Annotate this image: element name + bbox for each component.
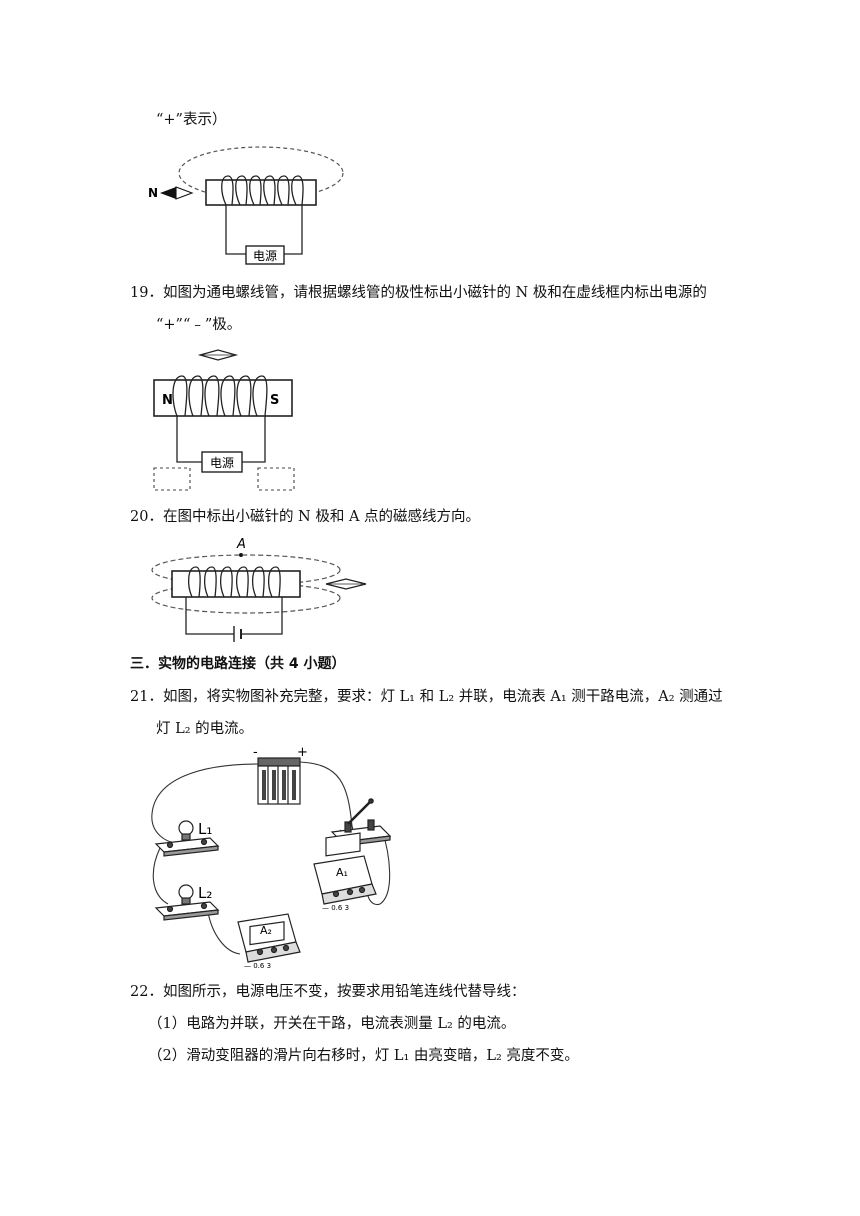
ammeter-a2-label: A₂ <box>260 924 272 937</box>
q22-text: 22．如图所示，电源电压不变，按要求用铅笔连线代替导线： <box>130 984 526 1000</box>
needle-n-label: N <box>148 186 158 200</box>
q19-text-line2: “+”“﹣”极。 <box>156 317 242 333</box>
compass-needle-light <box>175 186 194 200</box>
wire-battery-l1 <box>151 763 259 843</box>
lamp-l2-label: L₂ <box>198 884 212 902</box>
q19-text-line1: 19．如图为通电螺线管，请根据螺线管的极性标出小磁针的 N 极和在虚线框内标出电… <box>130 285 707 301</box>
section-3-heading: 三．实物的电路连接（共 4 小题） <box>130 656 346 672</box>
q19-solenoid-figure: N S 电源 <box>153 349 295 491</box>
wire-switch-a1 <box>367 829 391 906</box>
wire-l1-l2 <box>152 847 169 905</box>
dashed-box-right <box>257 467 295 491</box>
wire-l2-a2 <box>207 911 241 955</box>
q21-circuit-figure: - + L₁ L₂ <box>151 745 392 970</box>
lamp-l1 <box>154 820 220 857</box>
ammeter-a2-scale: — 0.6 3 <box>244 962 271 970</box>
power-label: 电源 <box>210 456 234 470</box>
q20-text: 20．在图中标出小磁针的 N 极和 A 点的磁感线方向。 <box>130 509 481 525</box>
wire-right <box>242 416 266 463</box>
q22-item-1: （1）电路为并联，开关在干路，电流表测量 L₂ 的电流。 <box>148 1016 516 1032</box>
ammeter-a1-label: A₁ <box>336 866 348 879</box>
ammeter-a2 <box>237 913 301 963</box>
lamp-l1-label: L₁ <box>198 820 212 838</box>
wire-left <box>225 205 247 255</box>
q18-solenoid-figure: 电源 N <box>148 146 344 265</box>
power-label: 电源 <box>253 249 277 263</box>
compass-needle-dark <box>160 187 176 199</box>
q21-text-line2: 灯 L₂ 的电流。 <box>156 721 254 737</box>
power-box <box>201 451 243 473</box>
field-line-dashed <box>178 146 344 200</box>
pole-s-label: S <box>270 393 279 408</box>
battery-minus-label: - <box>253 745 258 760</box>
solenoid-coils <box>172 375 268 417</box>
q21-text-line1: 21．如图，将实物图补充完整，要求：灯 L₁ 和 L₂ 并联，电流表 A₁ 测干… <box>130 689 723 705</box>
q22-item-2: （2）滑动变阻器的滑片向右移时，灯 L₁ 由亮变暗，L₂ 亮度不变。 <box>148 1048 579 1064</box>
wire-left <box>176 416 202 463</box>
wire-right <box>282 205 303 255</box>
battery <box>257 757 301 805</box>
power-box <box>245 245 285 265</box>
solenoid-coils <box>221 175 304 206</box>
wire-right <box>242 597 283 635</box>
ammeter-a1 <box>313 832 377 905</box>
ammeter-a1-scale: — 0.6 3 <box>322 904 349 912</box>
q18-text-continuation: “+”表示） <box>156 112 227 128</box>
pole-n-label: N <box>162 393 173 408</box>
solenoid-coils <box>188 566 281 598</box>
lamp-l2 <box>154 884 220 921</box>
point-a-label: A <box>236 537 246 552</box>
point-a-dot <box>239 553 243 557</box>
q20-solenoid-figure: A <box>151 537 367 642</box>
battery-plus-label: + <box>297 745 308 760</box>
dashed-box-left <box>153 467 191 491</box>
solenoid-core <box>171 570 301 598</box>
wire-left <box>185 597 234 635</box>
